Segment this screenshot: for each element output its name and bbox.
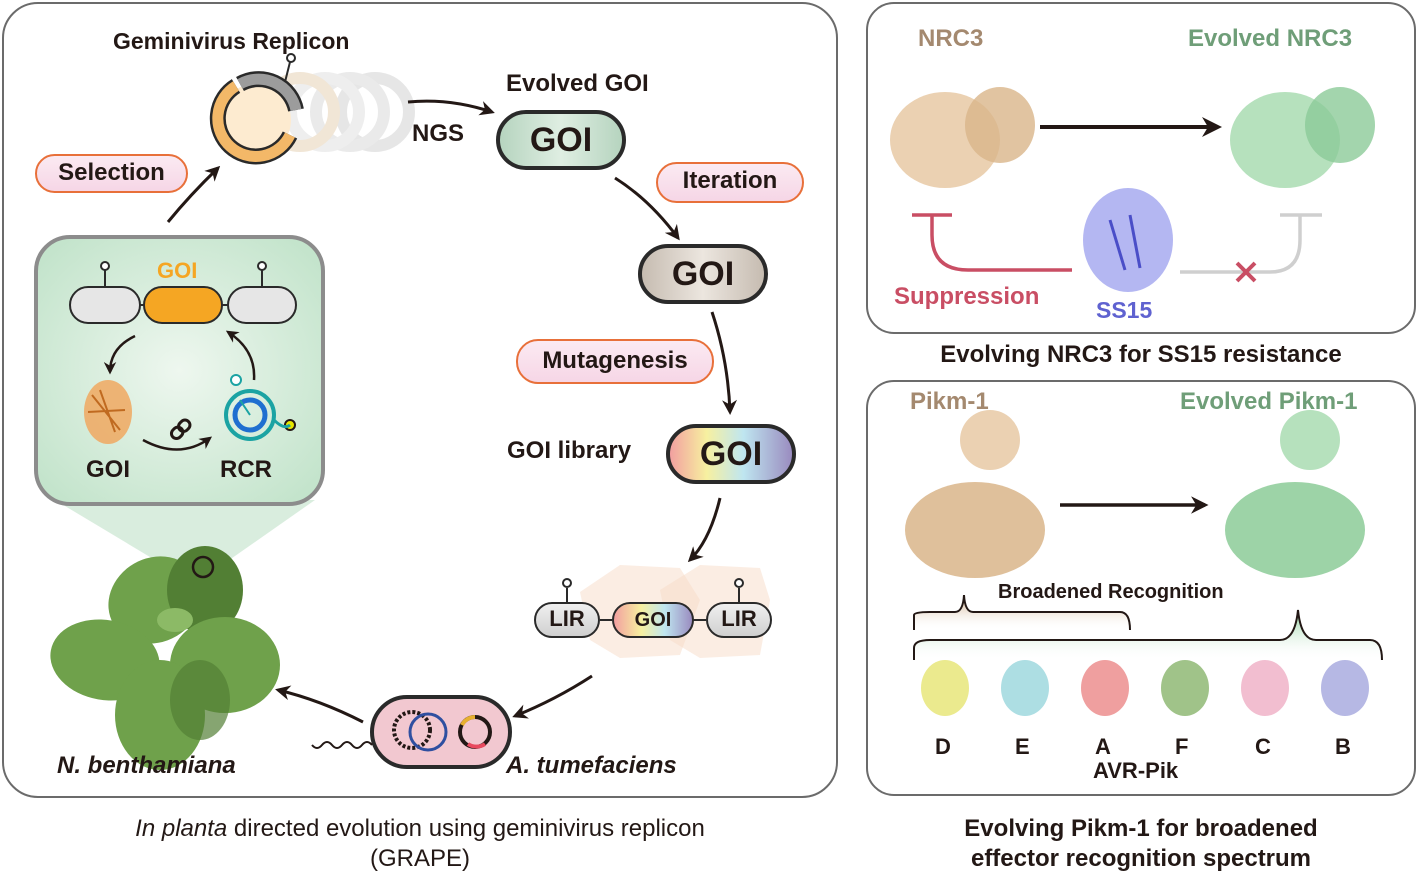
suppression-inhibit-line: [912, 213, 1072, 272]
rcr-icon: [224, 374, 296, 441]
goi-library-pill: GOI: [666, 424, 796, 484]
inset-rcr-label: RCR: [220, 456, 272, 483]
caption-line2: (GRAPE): [369, 845, 470, 872]
inset-goi-label: GOI: [157, 258, 198, 283]
plant-icon: [50, 546, 280, 770]
pikm1-caption: Evolving Pikm-1 for broadened effector r…: [866, 814, 1416, 874]
selection-tag: Selection: [35, 154, 188, 193]
evolved-pikm1-label: Evolved Pikm-1: [1180, 388, 1358, 415]
goi-iteration-pill: GOI: [638, 244, 768, 304]
arrow-to-plant: [275, 685, 364, 724]
effector-E-icon: [1001, 660, 1049, 716]
mutagenesis-tag: Mutagenesis: [516, 339, 714, 384]
effector-A-icon: [1081, 660, 1129, 716]
ss15-label: SS15: [1096, 297, 1153, 323]
nrc3-panel: [866, 2, 1416, 334]
effector-D-icon: [921, 660, 969, 716]
effector-F-icon: [1161, 660, 1209, 716]
pikm1-label: Pikm-1: [910, 388, 989, 415]
goi-protein-icon: [84, 380, 132, 444]
caption-italic: In planta: [135, 815, 228, 842]
evolved-goi-title: Evolved GOI: [506, 70, 649, 97]
effector-C-icon: [1241, 660, 1289, 716]
arrow-to-iteration: [614, 176, 680, 241]
pikm1-caption-line1: Evolving Pikm-1 for broadened: [964, 815, 1318, 842]
effector-label: D: [935, 734, 951, 759]
ss15-protein-icon: [1083, 188, 1173, 292]
pikm1-recognition-brace: [913, 594, 1131, 631]
lir-left: LIR: [534, 602, 600, 638]
goi-library-label: GOI library: [507, 437, 632, 464]
evolved-pikm1-protein-icon: [1225, 410, 1365, 578]
pikm1-caption-line2: effector recognition spectrum: [970, 845, 1312, 872]
replicon-icon: [209, 53, 304, 165]
nrc3-caption: Evolving NRC3 for SS15 resistance: [940, 341, 1342, 368]
blocked-inhibit-line: [1180, 213, 1322, 274]
arrow-selection: [166, 165, 221, 223]
nrc3-label: NRC3: [918, 25, 984, 52]
caption-rest: directed evolution using geminivirus rep…: [227, 815, 705, 842]
bacterium-label: A. tumefaciens: [506, 752, 677, 779]
bacterium-icon: [311, 695, 512, 769]
effector-label: A: [1095, 734, 1111, 759]
effector-icons: [921, 660, 1369, 716]
inset-goi-protein-label: GOI: [86, 456, 131, 483]
evolved-nrc3-protein-icon: [1230, 87, 1375, 188]
goi-construct: GOI: [612, 602, 694, 638]
lir-right: LIR: [706, 602, 772, 638]
effector-label: B: [1335, 734, 1351, 759]
arrow-to-bacterium: [512, 674, 593, 719]
arrow-to-construct: [687, 497, 722, 563]
effector-B-icon: [1321, 660, 1369, 716]
iteration-tag: Iteration: [656, 162, 804, 203]
inset-projection: [55, 500, 315, 575]
blocked-x-icon: [1235, 261, 1257, 283]
pikm1-panel: [866, 380, 1416, 796]
grape-caption: In planta directed evolution using gemin…: [0, 814, 840, 874]
evolved-nrc3-label: Evolved NRC3: [1188, 25, 1353, 52]
evolved-recognition-brace: [913, 609, 1383, 661]
ngs-label: NGS: [412, 120, 465, 147]
effector-label: C: [1255, 734, 1271, 759]
replicon-title: Geminivirus Replicon: [113, 28, 350, 54]
link-icon: [169, 418, 192, 441]
effector-label: F: [1175, 734, 1189, 759]
broadened-recognition-label: Broadened Recognition: [998, 581, 1224, 603]
inset-construct: [69, 261, 297, 324]
suppression-label: Suppression: [894, 283, 1040, 310]
effector-label: E: [1015, 734, 1030, 759]
arrow-to-mutagenesis: [710, 311, 738, 415]
avr-pik-label: AVR-Pik: [1093, 758, 1179, 783]
plant-label: N. benthamiana: [57, 752, 236, 779]
pikm1-protein-icon: [905, 410, 1045, 578]
goi-evolved-pill: GOI: [496, 110, 626, 170]
arrow-ngs: [407, 99, 495, 116]
nrc3-protein-icon: [890, 87, 1035, 188]
